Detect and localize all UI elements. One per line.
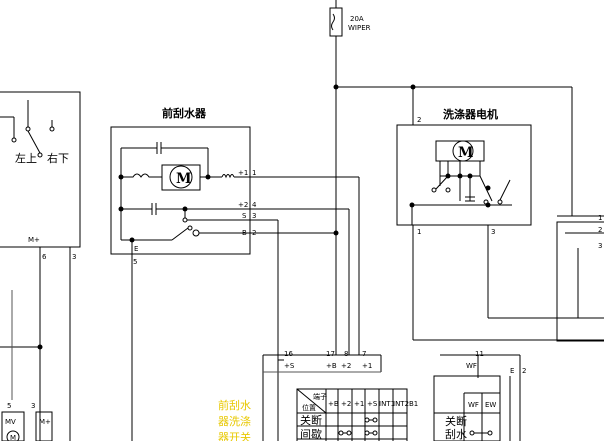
washer-switch-table: WF EW 关断 刮水 (433, 375, 501, 441)
conn-17-sig: +B (326, 362, 337, 370)
row-off: 关断 (300, 413, 322, 427)
left-switch-mplus: M+ (28, 236, 40, 244)
connector-bus: 16 +S 17 +B 8 +2 7 +1 11 WF E 2 (262, 350, 526, 441)
washer-motor-symbol: M (458, 145, 474, 161)
pin-plus2-no: 4 (252, 201, 257, 209)
fuse: 20A WIPER (329, 0, 371, 37)
conn-16: 16 (284, 350, 293, 358)
wiper-switch-table: 端子 位置 +B +2 +1 +S INT1 INT2 B1 关断 间歇 (296, 388, 418, 441)
washer-col-ew: EW (485, 401, 496, 409)
conn-7: 7 (362, 350, 366, 358)
conn-7-sig: +1 (362, 362, 372, 370)
bl-mv: MV (5, 418, 16, 426)
left-switch-term3: 3 (72, 253, 76, 261)
table-header-position: 位置 (302, 403, 316, 412)
note-line-3: 器开关 (218, 430, 251, 441)
bl-mplus: M+ (39, 418, 51, 426)
row-int: 间歇 (300, 428, 322, 441)
pin-plus1: +1 (238, 169, 248, 177)
left-switch-box: 左上 右下 M+ 6 3 (0, 91, 81, 261)
washer-motor-title: 洗涤器电机 (443, 107, 498, 121)
left-switch-label-left: 左上 (15, 152, 37, 165)
conn-17: 17 (326, 350, 335, 358)
switch-annotation: 前刮水 器洗涤 器开关 (218, 398, 251, 441)
conn-8-sig: +2 (341, 362, 351, 370)
washer-term3: 3 (491, 228, 495, 236)
washer-row-off: 关断 (445, 414, 467, 428)
pin-plus1-no: 1 (252, 169, 256, 177)
fuse-rating: 20A (350, 15, 364, 23)
col-plus-s: +S (367, 400, 378, 408)
col-int2: INT2 (393, 400, 409, 408)
washer-term1: 1 (417, 228, 421, 236)
note-line-1: 前刮水 (218, 398, 251, 412)
pin-e-no: 5 (133, 258, 137, 266)
bottom-left-components: 5 3 MV M+ M (1, 402, 53, 441)
conn-2: 2 (522, 367, 526, 375)
note-line-2: 器洗涤 (218, 414, 251, 428)
left-switch-label-right: 右下 (47, 151, 69, 165)
bl-motor-symbol: M (10, 434, 16, 441)
right-term2: 2 (598, 226, 602, 234)
pin-plus2: +2 (238, 201, 248, 209)
front-wiper-motor-box: 前刮水器 M +1 1 +2 (110, 106, 257, 266)
conn-11: 11 (475, 350, 484, 358)
washer-term2: 2 (417, 116, 421, 124)
bl-term3: 3 (31, 402, 35, 410)
left-switch-term6: 6 (42, 253, 47, 261)
pin-b: B (242, 229, 247, 237)
right-edge-component: 1 2 3 (556, 214, 604, 342)
table-header-terminal: 端子 (313, 392, 327, 401)
washer-motor-box: 洗涤器电机 2 M 1 3 (396, 107, 532, 236)
washer-col-wf: WF (468, 401, 479, 409)
washer-row-wipe: 刮水 (445, 427, 467, 441)
fuse-name: WIPER (348, 24, 371, 32)
front-motor-symbol: M (176, 171, 192, 187)
conn-16-sig: +S (284, 362, 295, 370)
col-plus1: +1 (354, 400, 364, 408)
right-term3: 3 (598, 242, 602, 250)
bl-term5: 5 (7, 402, 11, 410)
conn-11-sig: WF (466, 362, 477, 370)
pin-s-no: 3 (252, 212, 256, 220)
conn-8: 8 (344, 350, 348, 358)
col-int1: INT1 (379, 400, 395, 408)
pin-e: E (134, 245, 138, 253)
col-plus2: +2 (341, 400, 351, 408)
front-wiper-title: 前刮水器 (162, 106, 207, 120)
conn-e: E (510, 367, 514, 375)
col-b1: B1 (409, 400, 418, 408)
pin-s: S (242, 212, 247, 220)
col-b: +B (328, 400, 339, 408)
right-term1: 1 (598, 214, 602, 222)
